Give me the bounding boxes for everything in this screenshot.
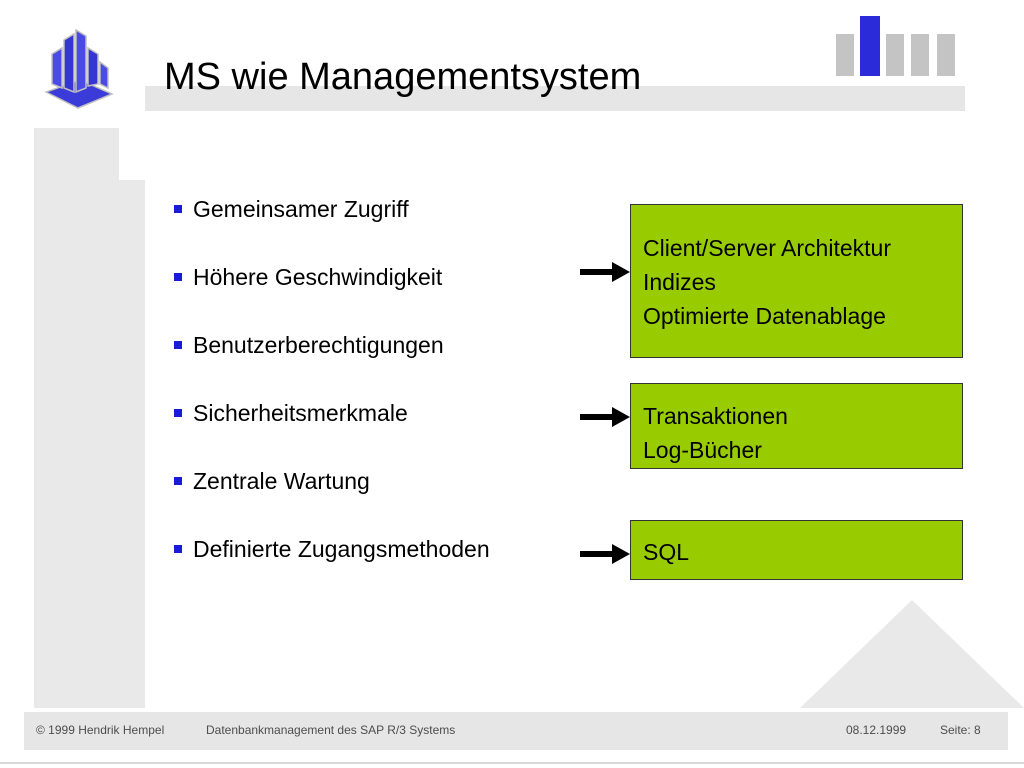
list-item: Benutzerberechtigungen: [174, 332, 490, 400]
feature-box-security: Transaktionen Log-Bücher: [630, 383, 963, 469]
list-item: Gemeinsamer Zugriff: [174, 196, 490, 264]
arrow-right-icon: [580, 544, 630, 564]
box-line: Log-Bücher: [643, 437, 762, 463]
list-item: Definierte Zugangsmethoden: [174, 536, 490, 604]
square-bullet-icon: [174, 477, 182, 485]
university-logo-icon: [44, 28, 114, 109]
square-bullet-icon: [174, 273, 182, 281]
left-decor-bar: [34, 128, 119, 708]
bullet-text: Definierte Zugangsmethoden: [193, 536, 490, 562]
list-item: Sicherheitsmerkmale: [174, 400, 490, 468]
box-line: Client/Server Architektur: [643, 235, 891, 261]
corner-triangle-decor: [800, 600, 1024, 708]
bullet-text: Gemeinsamer Zugriff: [193, 196, 409, 222]
page-title: MS wie Managementsystem: [164, 56, 642, 98]
bullet-list: Gemeinsamer Zugriff Höhere Geschwindigke…: [174, 196, 490, 604]
footer-bar: © 1999 Hendrik Hempel Datenbankmanagemen…: [24, 712, 1008, 750]
bullet-text: Sicherheitsmerkmale: [193, 400, 408, 426]
arrow-right-icon: [580, 262, 630, 282]
left-decor-bar-inner: [119, 180, 145, 708]
bar-graphic-icon: [836, 16, 955, 76]
title-band: [145, 86, 965, 111]
footer-copyright: © 1999 Hendrik Hempel: [36, 723, 165, 737]
list-item: Höhere Geschwindigkeit: [174, 264, 490, 332]
feature-box-performance: Client/Server Architektur Indizes Optimi…: [630, 204, 963, 358]
box-line: SQL: [643, 539, 690, 565]
feature-box-access: SQL: [630, 520, 963, 580]
square-bullet-icon: [174, 545, 182, 553]
square-bullet-icon: [174, 341, 182, 349]
footer-course: Datenbankmanagement des SAP R/3 Systems: [206, 723, 456, 737]
square-bullet-icon: [174, 205, 182, 213]
box-line: Indizes: [643, 269, 716, 295]
bullet-text: Zentrale Wartung: [193, 468, 370, 494]
list-item: Zentrale Wartung: [174, 468, 490, 536]
bullet-text: Höhere Geschwindigkeit: [193, 264, 443, 290]
bullet-text: Benutzerberechtigungen: [193, 332, 444, 358]
arrow-right-icon: [580, 407, 630, 427]
footer-page-number: Seite: 8: [940, 723, 981, 737]
footer-divider: [0, 762, 1024, 764]
box-line: Transaktionen: [643, 403, 788, 429]
box-line: Optimierte Datenablage: [643, 303, 886, 329]
footer-date: 08.12.1999: [846, 723, 907, 737]
square-bullet-icon: [174, 409, 182, 417]
